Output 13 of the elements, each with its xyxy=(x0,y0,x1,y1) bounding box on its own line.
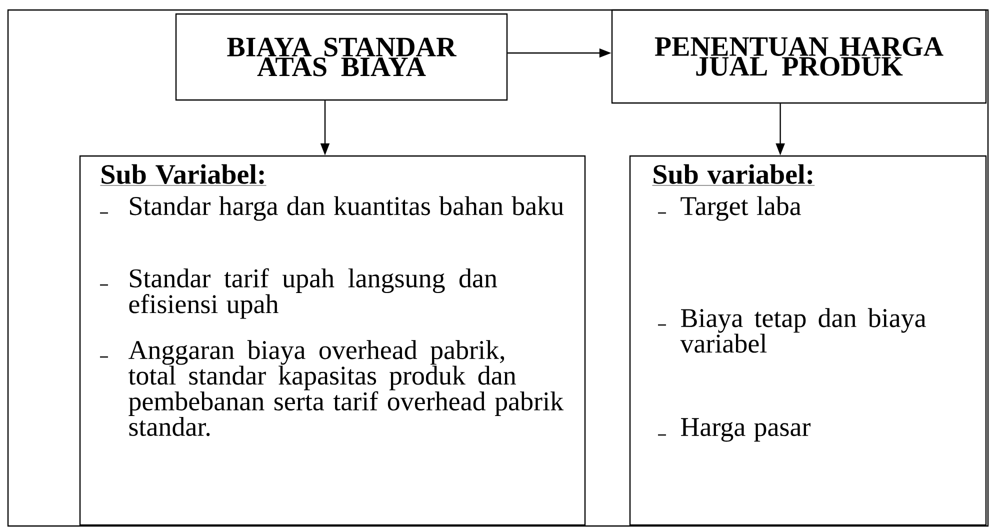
list-item: Target laba xyxy=(680,196,801,221)
frame-box xyxy=(7,9,989,527)
title-box: PENENTUAN HARGA JUAL PRODUK xyxy=(611,9,987,104)
box-heading: Sub Variabel: xyxy=(100,164,266,186)
list-box xyxy=(79,155,586,526)
list-item: Standar tarif upah langsung dan efisiensi upah xyxy=(129,268,498,319)
list-item: Standar harga dan kuantitas bahan baku xyxy=(130,196,564,221)
list-box xyxy=(629,155,987,526)
list-item: Biaya tetap dan biaya variabel xyxy=(680,308,926,353)
list-item: Harga pasar xyxy=(680,418,810,442)
title-box: BIAYA STANDAR ATAS BIAYA xyxy=(175,13,508,101)
list-item: Anggaran biaya overhead pabrik, total standar kapasitas produk dan pembebanan serta tarif overhead pabrik standar. xyxy=(128,340,564,436)
box-heading: Sub variabel: xyxy=(652,164,815,186)
